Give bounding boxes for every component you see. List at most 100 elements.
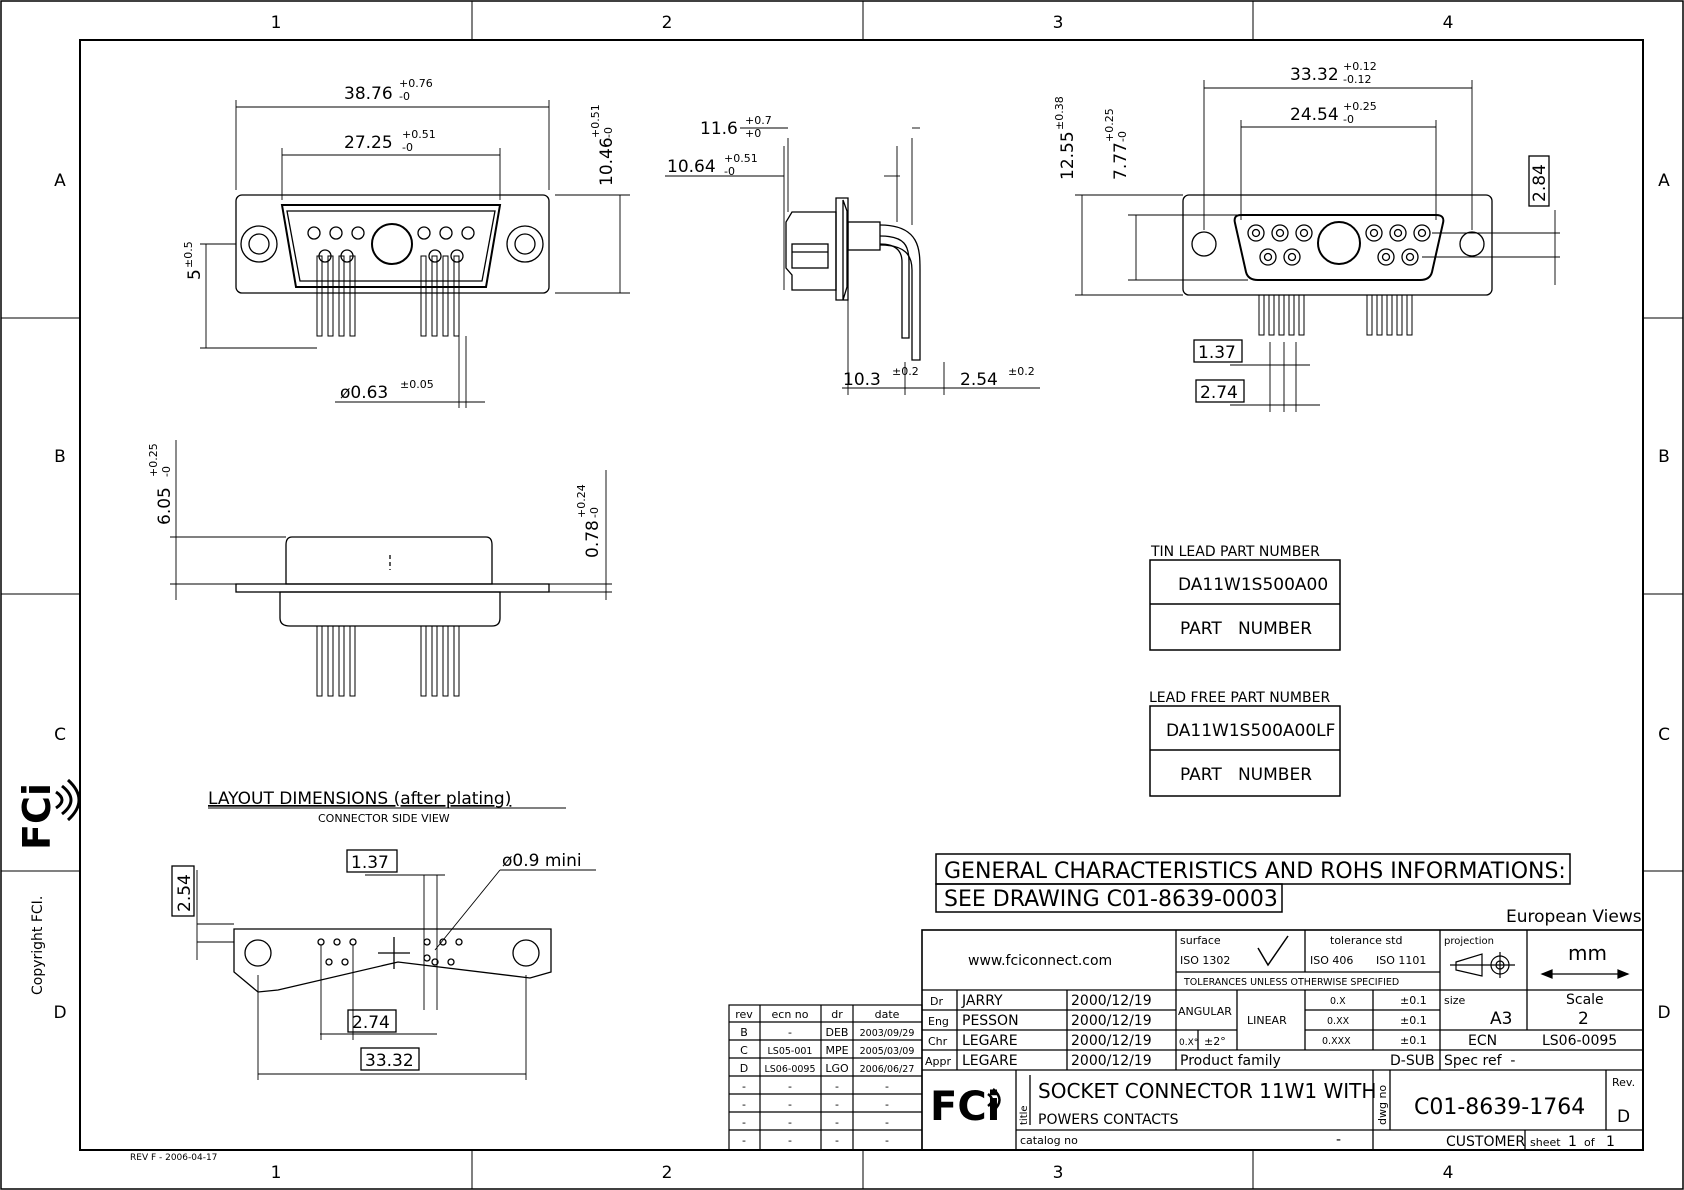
- revision-table: rev ecn no dr date B - DEB 2003/09/29 C …: [728, 1004, 923, 1151]
- tin-lead-part-number: TIN LEAD PART NUMBER DA11W1S500A00 PART …: [1149, 544, 1341, 651]
- rev-row-6-date: -: [885, 1116, 889, 1129]
- tin-lead-label: PART NUMBER: [1180, 619, 1312, 639]
- rear-view: [1075, 80, 1560, 412]
- rev-row-2-rev: C: [740, 1044, 748, 1057]
- zone-col-2-bottom: 2: [662, 1163, 673, 1183]
- angular-tol: ±2°: [1204, 1035, 1226, 1048]
- rev-value: D: [1617, 1107, 1630, 1127]
- zone-row-c-right: C: [1658, 725, 1670, 745]
- dim-24-54-tol-top: +0.25: [1343, 100, 1377, 113]
- dim-hole: ø0.9 mini: [502, 851, 582, 871]
- dim-33-32-tol-top: +0.12: [1343, 60, 1377, 73]
- lead-free-value: DA11W1S500A00LF: [1166, 721, 1335, 741]
- zone-row-b-left: B: [54, 447, 66, 467]
- dim-38-76-tol-bottom: -0: [399, 90, 410, 103]
- rev-row-3-rev: D: [740, 1062, 748, 1075]
- rev-row-3-ecn: LS06-0095: [764, 1064, 815, 1075]
- rev-row-4-rev: -: [742, 1080, 746, 1093]
- zone-col-4-bottom: 4: [1443, 1163, 1454, 1183]
- dim-2-54-layout: 2.54: [175, 874, 195, 912]
- rear-view-dims: 33.32 +0.12 -0.12 24.54 +0.25 -0 12.55 ±…: [1053, 60, 1550, 403]
- projection-symbol-icon: [1450, 952, 1515, 978]
- rev-row-2-ecn: LS05-001: [768, 1046, 813, 1057]
- dim-27-25-tol-top: +0.51: [402, 128, 436, 141]
- dim-6-05-tol-bottom: -0: [160, 466, 173, 477]
- rev-row-5-dr: -: [835, 1098, 839, 1111]
- layout-view: LAYOUT DIMENSIONS (after plating) CONNEC…: [171, 789, 596, 1080]
- scale-label: Scale: [1566, 992, 1604, 1008]
- linear-label: LINEAR: [1247, 1014, 1287, 1027]
- rev-stamp: REV F - 2006-04-17: [130, 1153, 217, 1163]
- dim-7-77: 7.77: [1111, 142, 1131, 180]
- angular-label: ANGULAR: [1178, 1005, 1232, 1018]
- rev-row-1-dr: DEB: [826, 1026, 849, 1039]
- tolerance-note: TOLERANCES UNLESS OTHERWISE SPECIFIED: [1183, 977, 1399, 988]
- website: www.fciconnect.com: [968, 953, 1112, 969]
- product-family-value: D-SUB: [1390, 1053, 1435, 1069]
- rev-header-rev: rev: [735, 1008, 753, 1021]
- rev-label: Rev.: [1612, 1076, 1635, 1089]
- rev-row-6-dr: -: [835, 1116, 839, 1129]
- rev-row-3-dr: LGO: [825, 1062, 849, 1075]
- dim-pin-diameter-tol: ±0.05: [400, 378, 434, 391]
- rev-row-5-ecn: -: [788, 1098, 792, 1111]
- dim-1-37-rear: 1.37: [1198, 343, 1236, 363]
- dim-33-32: 33.32: [1290, 65, 1339, 85]
- dim-10-64: 10.64: [667, 157, 716, 177]
- dim-2-54-tol: ±0.2: [1008, 365, 1035, 378]
- rev-header-dr: dr: [831, 1008, 843, 1021]
- dim-38-76-tol-top: +0.76: [399, 77, 433, 90]
- zone-labels: 1 2 3 4 1 2 3 4 A B C D A B C D: [53, 13, 1670, 1183]
- surface-label: surface: [1180, 934, 1221, 947]
- zone-row-d-right: D: [1657, 1003, 1670, 1023]
- signer-4-date: 2000/12/19: [1071, 1053, 1152, 1069]
- side-logo-text: FCi: [15, 783, 59, 850]
- lin-row-3-tol: ±0.1: [1400, 1034, 1427, 1047]
- dim-10-46-tol-top: +0.51: [589, 104, 602, 138]
- rev-row-2-date: 2005/03/09: [860, 1046, 915, 1057]
- dim-0-78-tol-top: +0.24: [575, 484, 588, 518]
- copyright: Copyright FCI.: [30, 896, 46, 995]
- dim-5: 5: [185, 269, 205, 280]
- dim-24-54-tol-bottom: -0: [1343, 113, 1354, 126]
- rev-row-1-ecn: -: [788, 1026, 792, 1039]
- size-label: size: [1444, 994, 1466, 1007]
- tin-lead-value: DA11W1S500A00: [1178, 575, 1328, 595]
- signer-2-date: 2000/12/19: [1071, 1013, 1152, 1029]
- rev-row-5-rev: -: [742, 1098, 746, 1111]
- rev-row-7-ecn: -: [788, 1134, 792, 1147]
- units: mm: [1568, 941, 1607, 965]
- catalog-label: catalog no: [1020, 1134, 1078, 1147]
- general-note: GENERAL CHARACTERISTICS AND ROHS INFORMA…: [935, 853, 1642, 927]
- rev-row-1-rev: B: [740, 1026, 748, 1039]
- dim-10-64-tol-bottom: -0: [724, 165, 735, 178]
- front-view-dims: 38.76 +0.76 -0 27.25 +0.51 -0 10.46 +0.5…: [182, 77, 617, 403]
- dim-2-84: 2.84: [1530, 164, 1550, 202]
- spec-ref: Spec ref -: [1444, 1053, 1515, 1069]
- side-logo: FCi Copyright FCI. REV F - 2006-04-17: [15, 778, 217, 1163]
- sheet-label: sheet: [1530, 1136, 1561, 1149]
- ecn-label: ECN: [1468, 1033, 1497, 1049]
- units-arrow-icon: [1540, 969, 1630, 979]
- dim-10-3: 10.3: [843, 370, 881, 390]
- dim-12-55-tol: ±0.38: [1053, 96, 1066, 130]
- zone-col-1-top: 1: [271, 13, 282, 33]
- rev-header-date: date: [875, 1008, 900, 1021]
- tolerance-label: tolerance std: [1330, 934, 1402, 947]
- dim-10-46: 10.46: [597, 137, 617, 186]
- side-view-dims: 11.6 +0.7 +0 10.64 +0.51 -0 10.3 ±0.2 2.…: [667, 114, 1035, 390]
- rev-header-ecn: ecn no: [772, 1008, 809, 1021]
- rev-row-7-rev: -: [742, 1134, 746, 1147]
- profile-view: [170, 440, 612, 697]
- dim-2-74-layout: 2.74: [352, 1013, 390, 1033]
- dim-6-05-tol-top: +0.25: [147, 443, 160, 477]
- title-block-logo: FCi: [930, 1084, 1000, 1130]
- signer-2-name: PESSON: [962, 1013, 1019, 1029]
- title-line2: POWERS CONTACTS: [1038, 1112, 1179, 1128]
- surface-value: ISO 1302: [1180, 954, 1230, 967]
- angular-fmt: 0.X°: [1179, 1038, 1198, 1048]
- size-value: A3: [1490, 1009, 1512, 1029]
- zone-row-a-left: A: [54, 171, 66, 191]
- dim-10-3-tol: ±0.2: [892, 365, 919, 378]
- lin-row-2-tol: ±0.1: [1400, 1014, 1427, 1027]
